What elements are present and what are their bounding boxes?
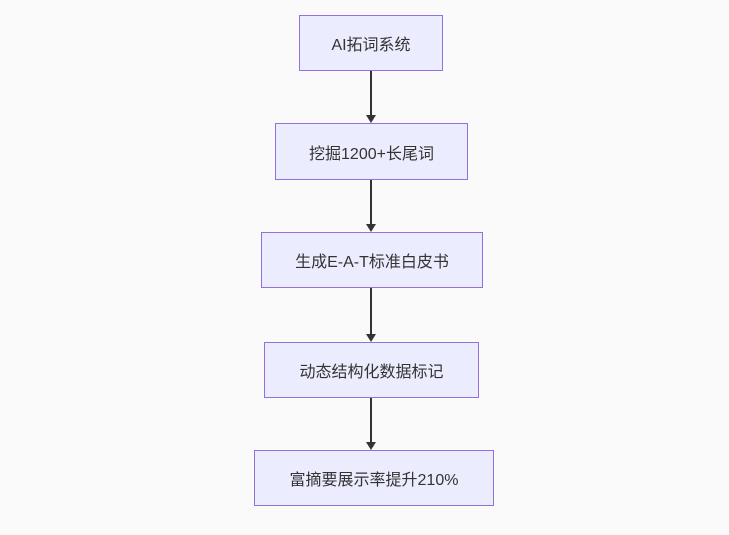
arrowhead-down-icon: [366, 115, 376, 123]
flow-node-rich-snippet-result: 富摘要展示率提升210%: [254, 450, 494, 506]
flow-node-label: AI拓词系统: [331, 37, 411, 54]
arrow-line: [370, 71, 372, 116]
flow-node-eat-whitepaper: 生成E-A-T标准白皮书: [261, 232, 483, 288]
flow-node-label: 动态结构化数据标记: [299, 364, 444, 381]
arrowhead-down-icon: [366, 442, 376, 450]
flow-node-structured-data-markup: 动态结构化数据标记: [264, 342, 479, 398]
flow-node-label: 生成E-A-T标准白皮书: [295, 254, 449, 271]
flow-node-label: 挖掘1200+长尾词: [309, 145, 434, 163]
arrowhead-down-icon: [366, 224, 376, 232]
arrow-line: [370, 180, 372, 225]
flow-arrow-3: [365, 288, 377, 342]
flow-arrow-2: [365, 180, 377, 232]
flow-node-longtail-mining: 挖掘1200+长尾词: [275, 123, 468, 180]
flow-arrow-4: [365, 398, 377, 450]
flow-node-ai-keyword-system: AI拓词系统: [299, 15, 443, 71]
arrow-line: [370, 288, 372, 335]
flow-node-label: 富摘要展示率提升210%: [289, 472, 459, 489]
arrowhead-down-icon: [366, 334, 376, 342]
arrow-line: [370, 398, 372, 443]
flow-arrow-1: [365, 71, 377, 123]
